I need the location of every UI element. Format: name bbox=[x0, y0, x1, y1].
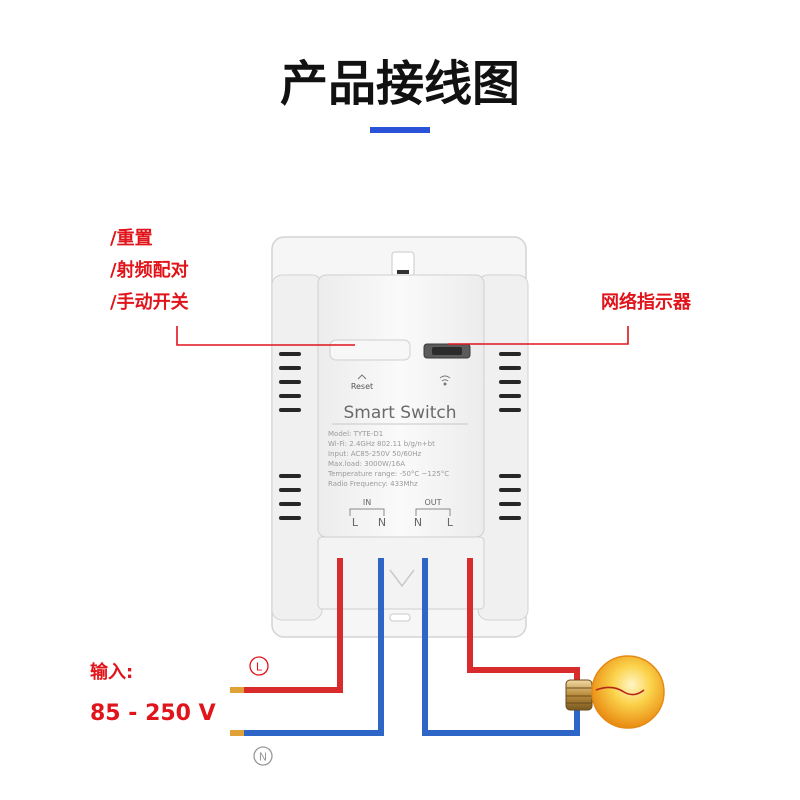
callout-line-left bbox=[176, 326, 355, 346]
out-bracket bbox=[415, 508, 451, 516]
reset-label: Reset bbox=[351, 382, 373, 391]
network-indicator-window bbox=[432, 347, 462, 355]
spec-line: Wi-Fi: 2.4GHz 802.11 b/g/n+bt bbox=[328, 440, 435, 448]
in-terminal-l: L bbox=[352, 516, 359, 529]
spec-line: Radio Frequency: 433Mhz bbox=[328, 480, 418, 488]
neutral-marker-label: N bbox=[259, 751, 267, 764]
wire-neutral-input bbox=[242, 558, 384, 736]
device-name: Smart Switch bbox=[343, 403, 456, 423]
spec-line: Input: AC85-250V 50/60Hz bbox=[328, 450, 422, 458]
vent-slots-right bbox=[499, 352, 521, 520]
cover-slot bbox=[389, 613, 411, 622]
input-label: 输入: bbox=[90, 661, 133, 683]
terminal-cover bbox=[317, 536, 485, 610]
wires bbox=[230, 558, 580, 736]
device-side-left bbox=[271, 274, 323, 621]
wire-neutral-tip bbox=[230, 730, 244, 736]
wire-live-tip bbox=[230, 687, 244, 693]
callout-reset: /重置 bbox=[110, 227, 153, 249]
live-marker: L bbox=[249, 656, 269, 676]
callout-rf-pairing: /射频配对 bbox=[110, 259, 189, 281]
spec-line: Temperature range: -50°C ~125°C bbox=[327, 470, 449, 478]
bulb-filament bbox=[595, 686, 645, 696]
page-title: 产品接线图 bbox=[280, 56, 520, 112]
cover-arrow-icon bbox=[389, 569, 415, 588]
voltage-label: 85 - 250 V bbox=[90, 701, 216, 726]
light-bulb bbox=[565, 655, 665, 729]
callout-network-indicator: 网络指示器 bbox=[601, 291, 692, 313]
spec-list: Model: TYTE-D1 Wi-Fi: 2.4GHz 802.11 b/g/… bbox=[327, 430, 449, 488]
spec-line: Max.load: 3000W/16A bbox=[328, 460, 405, 468]
out-terminal-n: N bbox=[414, 516, 422, 529]
reset-button[interactable] bbox=[329, 339, 411, 361]
wire-live-input bbox=[242, 558, 343, 693]
live-marker-label: L bbox=[256, 661, 263, 674]
wire-live-output bbox=[467, 558, 580, 688]
out-terminal-l: L bbox=[447, 516, 454, 529]
bulb-cap bbox=[565, 679, 593, 711]
neutral-marker: N bbox=[253, 746, 273, 766]
wifi-icon bbox=[439, 375, 451, 386]
device-mount-slot bbox=[397, 270, 409, 274]
spec-line: Model: TYTE-D1 bbox=[328, 430, 383, 438]
in-label: IN bbox=[363, 498, 371, 507]
bulb-glass bbox=[591, 655, 665, 729]
in-terminal-n: N bbox=[378, 516, 386, 529]
callout-manual-switch: /手动开关 bbox=[110, 291, 189, 313]
title-accent-bar bbox=[370, 127, 430, 133]
vent-slots-left bbox=[279, 352, 301, 520]
callout-line-right bbox=[448, 326, 629, 345]
wire-neutral-output bbox=[422, 558, 580, 736]
reset-arrow-icon bbox=[357, 374, 367, 380]
smart-switch-device: Reset Smart Switch Model: TYTE-D1 Wi-Fi:… bbox=[271, 236, 529, 638]
device-side-right bbox=[477, 274, 529, 621]
out-label: OUT bbox=[424, 498, 441, 507]
in-bracket bbox=[349, 508, 385, 516]
